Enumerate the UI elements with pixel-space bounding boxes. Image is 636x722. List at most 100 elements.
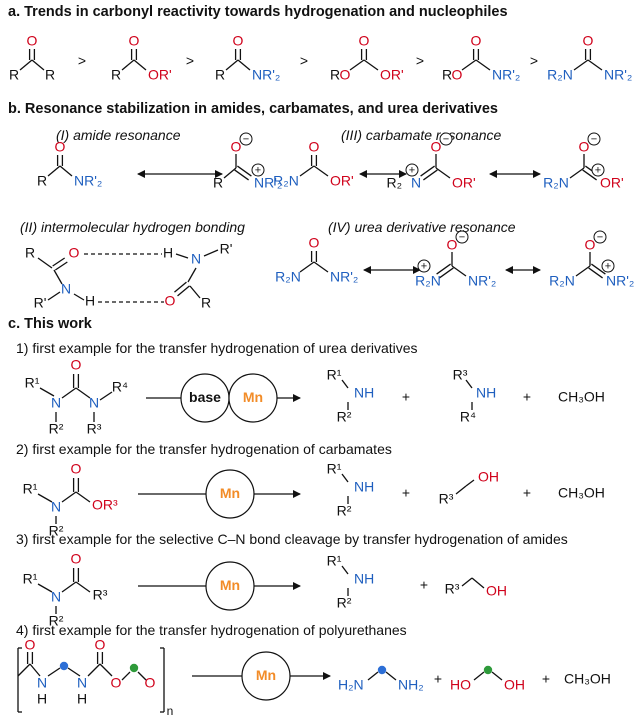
atom-159: O: [71, 461, 82, 477]
section-c-title: c. This work: [8, 316, 92, 332]
charge-68: +: [409, 164, 415, 176]
atom-162: R¹: [327, 461, 342, 477]
label-amide-resonance: (I) amide resonance: [56, 127, 181, 143]
charge-circle-115: [417, 259, 431, 273]
bond-95: [203, 249, 219, 257]
atom-128: R¹: [25, 375, 40, 391]
charge-circle-120: [593, 230, 607, 244]
atom-147: R³: [453, 367, 468, 383]
plus-3: +: [420, 577, 428, 593]
item-3: 3) first example for the selective C–N b…: [16, 531, 568, 547]
atom-152: R¹: [23, 481, 38, 497]
atom-114: R₂N: [415, 273, 441, 289]
atom-109: O: [447, 237, 458, 253]
atom-171: R¹: [23, 571, 38, 587]
item-1: 1) first example for the transfer hydrog…: [16, 340, 418, 356]
bond-28: [475, 59, 491, 71]
bond-9: [133, 59, 147, 71]
atom-154: N: [51, 499, 61, 515]
atom-130: N: [51, 395, 61, 411]
bond-216: [385, 671, 397, 681]
diamine-node: [59, 661, 69, 671]
double-bond-82: [54, 261, 68, 271]
atom-83: O: [69, 245, 80, 261]
atom-132: R²: [49, 421, 64, 437]
charge-116: +: [421, 260, 427, 272]
bond-21: [363, 59, 379, 71]
double-bond-98-b: [177, 285, 190, 297]
charge-circle-67: [405, 163, 419, 177]
atom-210: O: [111, 675, 122, 691]
bond-41: [59, 165, 73, 177]
atom-39: O: [55, 139, 66, 155]
plus-2a: +: [402, 485, 410, 501]
atom-185: R²: [337, 595, 352, 611]
atom-170: OH: [478, 469, 499, 485]
atom-19: O: [359, 33, 370, 49]
bond-93: [175, 253, 189, 259]
bond-133: [61, 387, 77, 399]
bond-113: [451, 265, 467, 277]
bond-163: [341, 473, 349, 483]
bond-15: [237, 59, 251, 71]
atom-66: N: [411, 175, 421, 191]
atom-37: NR'₂: [604, 67, 632, 83]
atom-92: H: [163, 245, 173, 261]
bond-56: [299, 165, 315, 177]
atom-59: OR': [330, 173, 354, 189]
atom-125: NR'₂: [606, 273, 634, 289]
atom-22: R: [330, 67, 340, 83]
atom-61: O: [431, 139, 442, 155]
base-label: base: [189, 389, 221, 405]
atom-69: OR': [452, 175, 476, 191]
item-2: 2) first example for the transfer hydrog…: [16, 441, 392, 457]
mn-catalyst-4-label: Mn: [256, 667, 276, 683]
atom-119: O: [585, 237, 596, 253]
atom-11: OR': [148, 67, 172, 83]
atom-94: N: [191, 251, 201, 267]
bond-219: [473, 671, 485, 681]
mn-catalyst-3-circle: [205, 561, 255, 611]
charge-63: −: [443, 133, 449, 145]
bond-153: [37, 493, 53, 503]
bond-157: [61, 491, 77, 503]
atom-218: HO: [450, 677, 471, 693]
bond-148: [465, 379, 473, 389]
label-urea-resonance: (IV) urea derivative resonance: [328, 219, 516, 235]
atom-144: NH: [354, 385, 374, 401]
double-bond-49: [234, 169, 249, 181]
gt-1: >: [78, 53, 86, 69]
section-a-title: a. Trends in carbonyl reactivity towards…: [8, 4, 508, 20]
atom-137: N: [89, 395, 99, 411]
atom-43: NR'₂: [74, 173, 102, 189]
atom-117: NR'₂: [468, 273, 496, 289]
atom-71: O: [579, 139, 590, 155]
atom-77: OR': [600, 175, 624, 191]
bond-65: [435, 167, 451, 179]
atom-208: O: [95, 637, 106, 653]
atom-107: NR'₂: [330, 269, 358, 285]
atom-50: R: [213, 175, 223, 191]
atom-45: O: [231, 139, 242, 155]
product-diol-node: [483, 665, 493, 675]
bond-20: [349, 59, 365, 71]
bond-48: [223, 167, 237, 179]
atom-55: O: [309, 139, 320, 155]
bond-122: [575, 265, 591, 277]
atom-135: O: [71, 357, 82, 373]
atom-151: R⁴: [460, 409, 476, 425]
bond-129: [39, 387, 55, 397]
gt-4: >: [416, 53, 424, 69]
bond-209: [99, 663, 113, 677]
bond-3: [31, 59, 45, 71]
atom-200: N: [37, 675, 47, 691]
atom-4: R: [9, 67, 19, 83]
atom-24: OR': [380, 67, 404, 83]
atom-142: R¹: [327, 367, 342, 383]
atom-161: OR³: [92, 497, 118, 513]
atom-106: R₂N: [275, 269, 301, 285]
methanol-1: CH₃OH: [558, 389, 605, 405]
atom-178: O: [71, 551, 82, 567]
